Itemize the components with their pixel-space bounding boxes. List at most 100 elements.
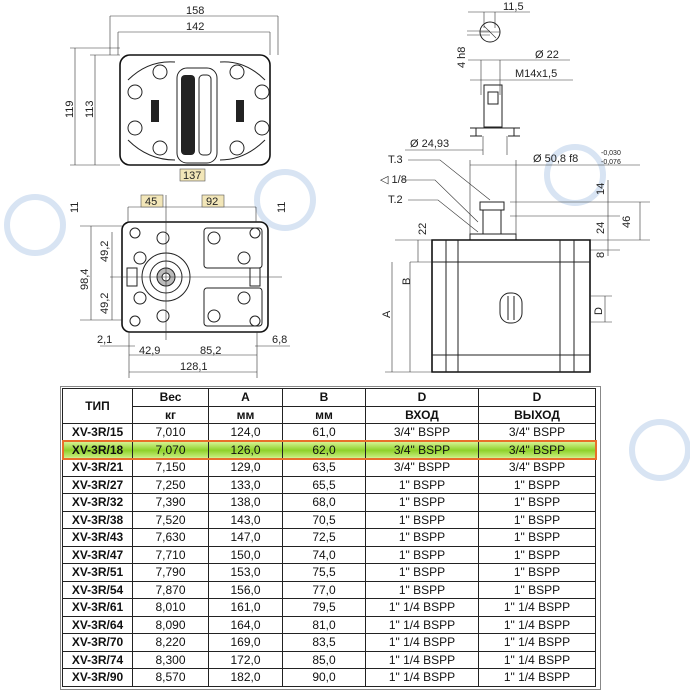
- cell-a: 129,0: [208, 458, 283, 477]
- cell-d-inlet: 1" 1/4 BSPP: [365, 598, 479, 617]
- dim-49-2-bottom: 49,2: [99, 293, 111, 314]
- cell-weight: 7,520: [132, 510, 209, 529]
- cell-d-inlet: 1" BSPP: [365, 580, 479, 599]
- cell-type: XV-3R/90: [62, 668, 133, 687]
- cell-d-inlet: 1" 1/4 BSPP: [365, 633, 479, 652]
- cell-a: 153,0: [208, 563, 283, 582]
- dim-137: 137: [183, 170, 201, 182]
- cell-a: 138,0: [208, 493, 283, 512]
- dim-d50-8: Ø 50,8 f8: [533, 153, 578, 165]
- header-type: ТИП: [62, 388, 133, 424]
- cell-a: 169,0: [208, 633, 283, 652]
- cell-b: 83,5: [282, 633, 366, 652]
- cell-b: 65,5: [282, 475, 366, 494]
- cell-b: 61,0: [282, 423, 366, 442]
- header-d-inlet: D: [365, 388, 479, 407]
- cell-a: 164,0: [208, 615, 283, 634]
- cell-d-outlet: 1" 1/4 BSPP: [478, 633, 596, 652]
- cell-d-outlet: 3/4" BSPP: [478, 440, 596, 459]
- dim-d22: Ø 22: [535, 49, 559, 61]
- dim-45: 45: [145, 196, 157, 208]
- cell-d-outlet: 3/4" BSPP: [478, 423, 596, 442]
- cell-d-outlet: 1" BSPP: [478, 475, 596, 494]
- cell-b: 63,5: [282, 458, 366, 477]
- label-a: A: [381, 310, 393, 318]
- cell-type: XV-3R/74: [62, 650, 133, 669]
- cell-b: 85,0: [282, 650, 366, 669]
- cell-d-inlet: 1" 1/4 BSPP: [365, 668, 479, 687]
- cell-a: 156,0: [208, 580, 283, 599]
- dim-11-left: 11: [69, 202, 81, 213]
- dim-49-2-top: 49,2: [99, 241, 111, 262]
- cell-a: 172,0: [208, 650, 283, 669]
- cell-d-inlet: 3/4" BSPP: [365, 423, 479, 442]
- cell-d-outlet: 1" BSPP: [478, 563, 596, 582]
- dim-92: 92: [206, 196, 218, 208]
- cell-d-inlet: 1" 1/4 BSPP: [365, 650, 479, 669]
- side-view: 11,5 4 h8 Ø 22 M14x1,5 Ø 24,93 Ø 50,8 f8…: [380, 1, 650, 373]
- dim-128-1: 128,1: [180, 361, 208, 373]
- cell-a: 124,0: [208, 423, 283, 442]
- label-1-8: ◁ 1/8: [380, 174, 407, 186]
- cell-a: 133,0: [208, 475, 283, 494]
- cell-a: 182,0: [208, 668, 283, 687]
- cell-weight: 8,300: [132, 650, 209, 669]
- cell-d-outlet: 1" BSPP: [478, 545, 596, 564]
- cell-d-inlet: 1" BSPP: [365, 528, 479, 547]
- cell-b: 79,5: [282, 598, 366, 617]
- cell-type: XV-3R/15: [62, 423, 133, 442]
- dim-14: 14: [595, 183, 607, 195]
- dim-11-5: 11,5: [503, 1, 524, 13]
- cell-weight: 8,570: [132, 668, 209, 687]
- header-b: B: [282, 388, 366, 407]
- cell-a: 143,0: [208, 510, 283, 529]
- cell-b: 70,5: [282, 510, 366, 529]
- cell-b: 75,5: [282, 563, 366, 582]
- cell-type: XV-3R/47: [62, 545, 133, 564]
- cell-type: XV-3R/18: [62, 440, 133, 459]
- cell-b: 81,0: [282, 615, 366, 634]
- cell-d-inlet: 1" BSPP: [365, 563, 479, 582]
- dim-42-9: 42,9: [139, 345, 160, 357]
- dim-thread: M14x1,5: [515, 68, 557, 80]
- cell-type: XV-3R/64: [62, 615, 133, 634]
- unit-b: мм: [282, 405, 366, 424]
- cell-d-inlet: 3/4" BSPP: [365, 440, 479, 459]
- cell-d-inlet: 1" BSPP: [365, 475, 479, 494]
- label-b: B: [401, 278, 413, 285]
- dim-8: 8: [595, 252, 607, 258]
- cell-a: 147,0: [208, 528, 283, 547]
- cell-weight: 8,220: [132, 633, 209, 652]
- dim-d24-93: Ø 24,93: [410, 138, 449, 150]
- tolerance-lower: -0,076: [601, 159, 621, 166]
- cell-d-outlet: 1" 1/4 BSPP: [478, 598, 596, 617]
- cell-weight: 7,390: [132, 493, 209, 512]
- unit-weight: кг: [132, 405, 209, 424]
- cell-type: XV-3R/21: [62, 458, 133, 477]
- dim-158: 158: [186, 5, 204, 17]
- cell-d-inlet: 3/4" BSPP: [365, 458, 479, 477]
- cell-b: 77,0: [282, 580, 366, 599]
- cell-b: 74,0: [282, 545, 366, 564]
- cell-a: 150,0: [208, 545, 283, 564]
- cell-b: 62,0: [282, 440, 366, 459]
- cell-weight: 7,710: [132, 545, 209, 564]
- cell-type: XV-3R/51: [62, 563, 133, 582]
- dim-4h8: 4 h8: [456, 47, 468, 68]
- cell-type: XV-3R/38: [62, 510, 133, 529]
- top-view: 158 142 119 113 137: [64, 5, 279, 182]
- cell-d-outlet: 1" BSPP: [478, 493, 596, 512]
- dim-46: 46: [621, 216, 633, 228]
- dim-119: 119: [64, 100, 76, 118]
- cell-type: XV-3R/32: [62, 493, 133, 512]
- cell-d-inlet: 1" BSPP: [365, 545, 479, 564]
